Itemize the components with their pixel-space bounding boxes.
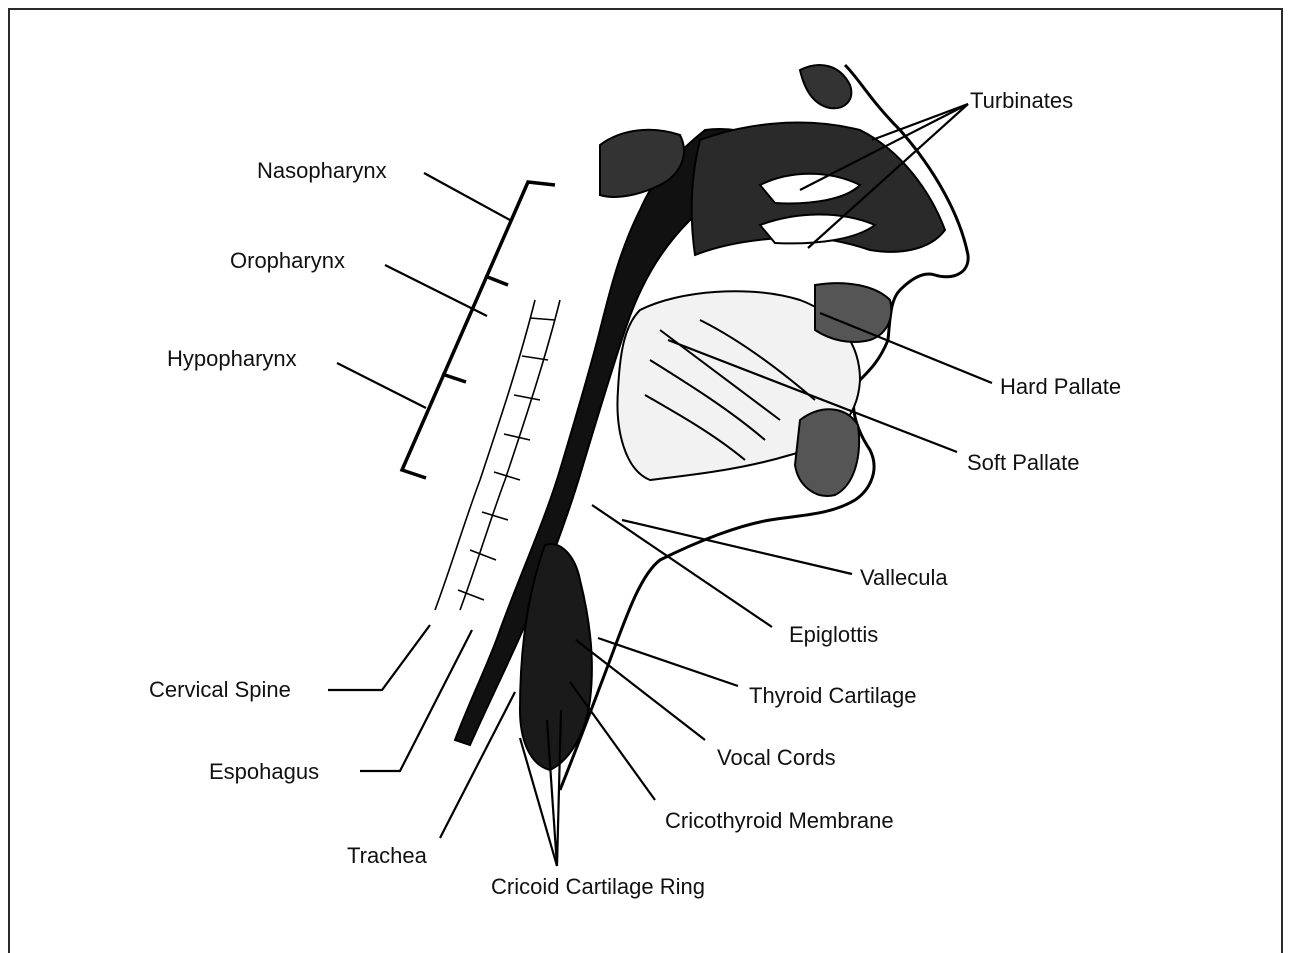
nasopharynx-leader	[424, 173, 510, 220]
label-oropharynx: Oropharynx	[230, 250, 345, 272]
label-espohagus: Espohagus	[209, 761, 319, 783]
label-soft-pallate: Soft Pallate	[967, 452, 1080, 474]
label-trachea: Trachea	[347, 845, 427, 867]
label-cricothyroid-membrane: Cricothyroid Membrane	[665, 810, 894, 832]
label-thyroid-cartilage: Thyroid Cartilage	[749, 685, 917, 707]
label-nasopharynx: Nasopharynx	[257, 160, 387, 182]
nasal-cavity	[692, 123, 945, 255]
label-turbinates: Turbinates	[970, 90, 1073, 112]
cervical-spine-leader	[328, 625, 430, 690]
label-epiglottis: Epiglottis	[789, 624, 878, 646]
oropharynx-leader	[385, 265, 487, 316]
thyroid-cartilage-leader	[598, 638, 738, 686]
label-hard-pallate: Hard Pallate	[1000, 376, 1121, 398]
hypopharynx-leader	[337, 363, 426, 408]
label-cervical-spine: Cervical Spine	[149, 679, 291, 701]
label-hypopharynx: Hypopharynx	[167, 348, 297, 370]
label-vocal-cords: Vocal Cords	[717, 747, 836, 769]
turbinates-leader-1	[872, 104, 968, 140]
pharynx-bracket	[402, 182, 555, 478]
vocal-cords-leader	[576, 640, 705, 740]
espohagus-leader	[360, 630, 472, 771]
cricothyroid-membrane-leader	[570, 682, 655, 800]
epiglottis-leader	[592, 505, 772, 627]
label-cricoid-cartilage-ring: Cricoid Cartilage Ring	[491, 876, 705, 898]
label-vallecula: Vallecula	[860, 567, 948, 589]
